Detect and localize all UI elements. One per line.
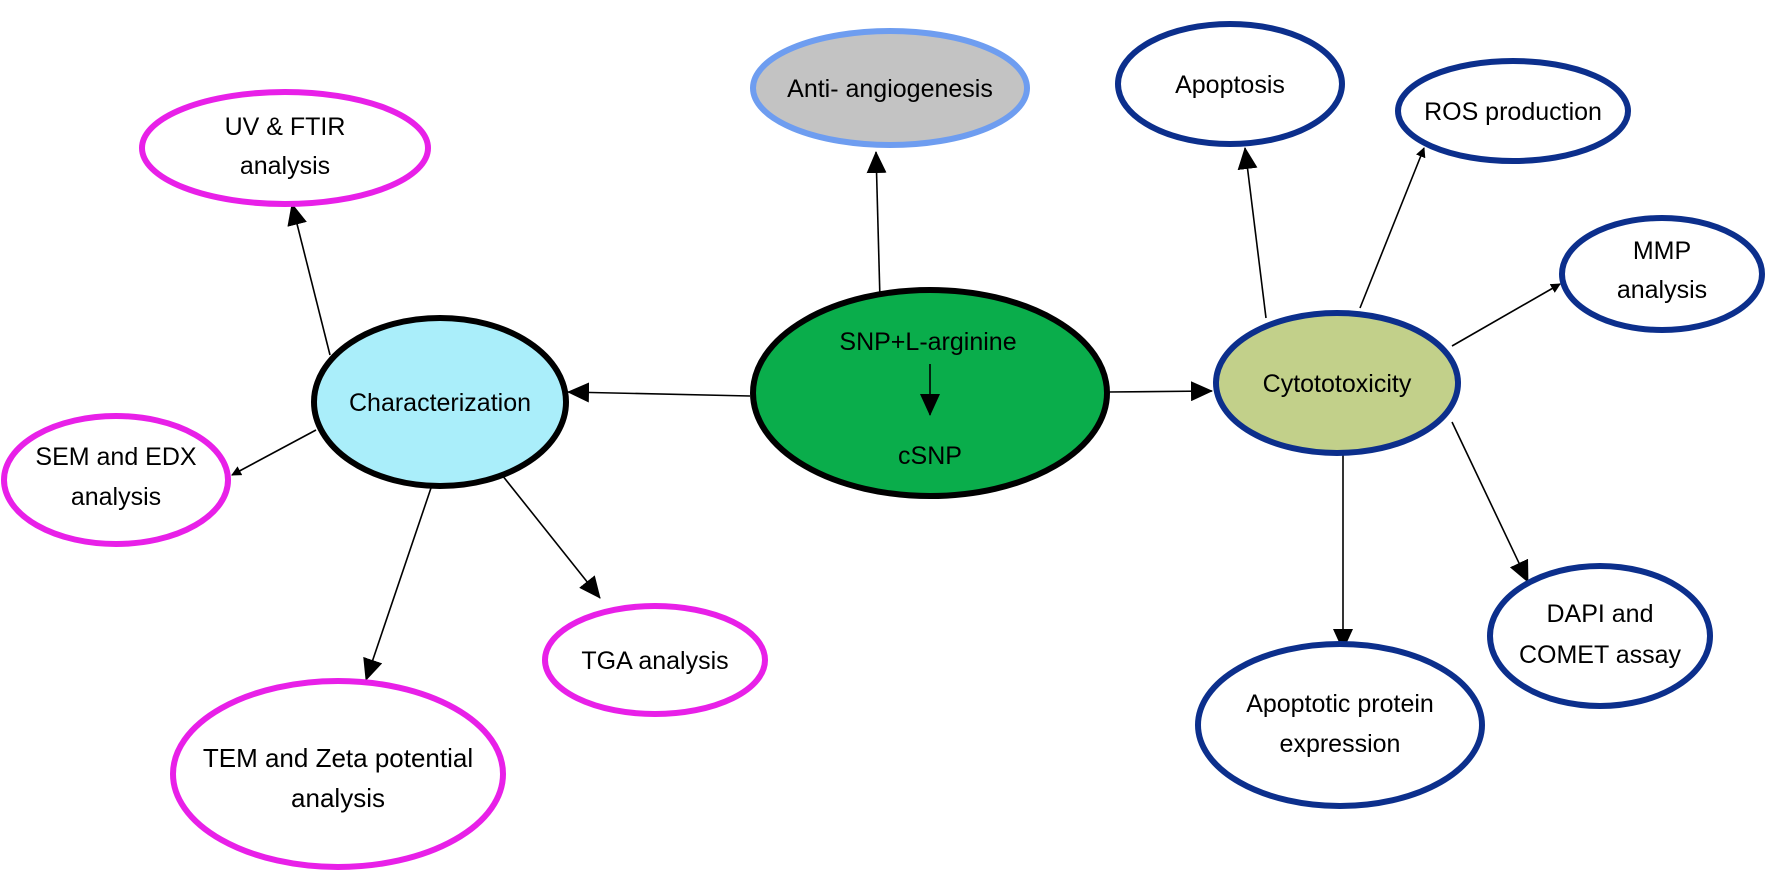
uv-ftir-line2: analysis bbox=[240, 152, 330, 180]
mmp-shape bbox=[1559, 215, 1765, 333]
node-dapi-comet: DAPI and COMET assay bbox=[1487, 563, 1713, 709]
characterization-shape bbox=[311, 315, 569, 489]
node-tem-zeta: TEM and Zeta potential analysis bbox=[170, 678, 506, 870]
mmp-line2: analysis bbox=[1617, 276, 1707, 304]
node-mmp: MMP analysis bbox=[1559, 215, 1765, 333]
apoptosis-shape bbox=[1115, 21, 1345, 147]
cytotoxicity-label: Cytototoxicity bbox=[1263, 370, 1412, 398]
anti-angiogenesis-shape bbox=[750, 28, 1030, 148]
node-cytotoxicity: Cytototoxicity bbox=[1213, 310, 1461, 456]
arrow-cyto-to-mmp bbox=[1451, 283, 1561, 347]
arrow-char-to-tem-zeta bbox=[363, 484, 433, 681]
connectors bbox=[231, 147, 1561, 681]
sem-edx-line2: analysis bbox=[71, 483, 161, 511]
arrow-cyto-to-apoptosis bbox=[1237, 147, 1267, 319]
arrow-center-to-cytotoxicity bbox=[1107, 381, 1213, 402]
arrow-cyto-to-dapi-comet bbox=[1451, 421, 1529, 583]
tem-zeta-shape bbox=[170, 678, 506, 870]
arrow-char-to-tga bbox=[501, 474, 601, 599]
node-apoptosis: Apoptosis bbox=[1115, 21, 1345, 147]
center-node-line2: cSNP bbox=[898, 442, 962, 470]
arrow-char-to-uv-ftir bbox=[287, 203, 331, 356]
tem-zeta-line2: analysis bbox=[291, 783, 385, 813]
cytotoxicity-shape bbox=[1213, 310, 1461, 456]
node-anti-angiogenesis: Anti- angiogenesis bbox=[750, 28, 1030, 148]
node-sem-edx: SEM and EDX analysis bbox=[1, 413, 231, 547]
node-apoptotic-protein-expression: Apoptotic protein expression bbox=[1195, 641, 1485, 809]
ros-shape bbox=[1395, 58, 1631, 164]
center-node-line1: SNP+L-arginine bbox=[839, 328, 1016, 356]
node-tga: TGA analysis bbox=[542, 603, 768, 717]
characterization-label: Characterization bbox=[349, 389, 531, 417]
sem-edx-shape bbox=[1, 413, 231, 547]
sem-edx-line1: SEM and EDX bbox=[35, 443, 197, 471]
mmp-line1: MMP bbox=[1633, 237, 1691, 265]
tem-zeta-line1: TEM and Zeta potential bbox=[203, 743, 473, 773]
apoptotic-protein-line1: Apoptotic protein bbox=[1246, 690, 1434, 718]
tga-label: TGA analysis bbox=[581, 647, 728, 675]
arrow-char-to-sem-edx bbox=[231, 429, 317, 476]
node-uv-ftir: UV & FTIR analysis bbox=[139, 89, 431, 207]
center-node-snp-l-arginine: SNP+L-arginine cSNP bbox=[750, 287, 1110, 499]
arrow-cyto-to-ros bbox=[1359, 147, 1426, 309]
arrow-center-to-anti-angiogenesis bbox=[866, 151, 887, 301]
arrow-center-to-characterization bbox=[567, 382, 751, 403]
dapi-comet-shape bbox=[1487, 563, 1713, 709]
uv-ftir-line1: UV & FTIR bbox=[225, 113, 346, 141]
apoptotic-protein-line2: expression bbox=[1280, 730, 1401, 758]
anti-angiogenesis-label: Anti- angiogenesis bbox=[787, 75, 993, 103]
node-characterization: Characterization bbox=[311, 315, 569, 489]
apoptotic-protein-shape bbox=[1195, 641, 1485, 809]
uv-ftir-shape bbox=[139, 89, 431, 207]
ros-label: ROS production bbox=[1424, 98, 1602, 126]
node-ros-production: ROS production bbox=[1395, 58, 1631, 164]
dapi-comet-line2: COMET assay bbox=[1519, 641, 1682, 669]
apoptosis-label: Apoptosis bbox=[1175, 71, 1285, 99]
dapi-comet-line1: DAPI and bbox=[1546, 600, 1653, 628]
tga-shape bbox=[542, 603, 768, 717]
